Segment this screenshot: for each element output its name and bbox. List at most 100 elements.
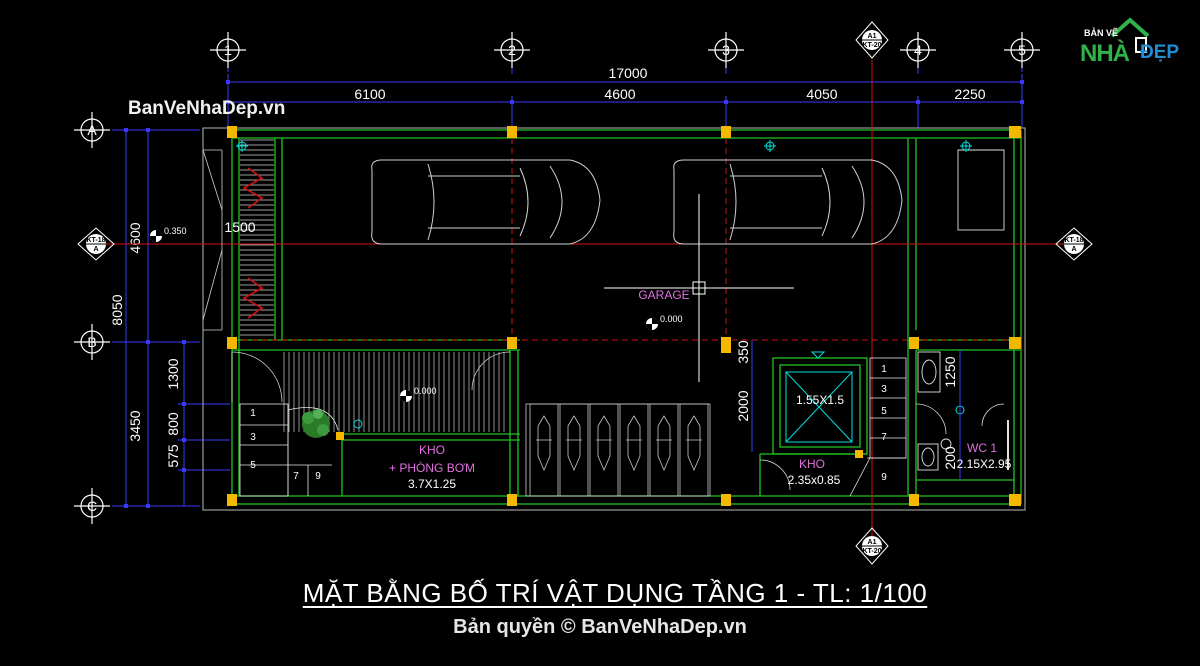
bike-slot (559, 403, 589, 497)
cad-cursor (604, 194, 794, 382)
section-right-ref: KT-18 (1064, 237, 1083, 244)
section-bottom-ref: KT-20 (862, 548, 881, 555)
stair-right-step-1: 1 (881, 364, 887, 375)
grid-label-C: C (87, 498, 97, 514)
logo-dep-text: ĐẸP (1140, 42, 1180, 63)
bike-slot (529, 403, 559, 497)
logo-top-text: BẢN VẼ (1084, 28, 1119, 38)
motorbike-icon (686, 415, 702, 472)
grid-bubbles-left (74, 112, 110, 524)
stair-left-step-9: 9 (315, 471, 321, 482)
section-mark-top (855, 21, 889, 59)
wc-fixtures (917, 351, 952, 471)
watermark-text: BanVeNhaDep.vn (128, 98, 286, 119)
stair-treads-left (240, 139, 274, 336)
grid-label-4: 4 (914, 42, 922, 58)
drawing-title: MẶT BẰNG BỐ TRÍ VẬT DỤNG TẦNG 1 - TL: 1/… (302, 578, 928, 608)
bike-slot (679, 403, 709, 497)
grid-label-B: B (87, 334, 96, 350)
room-pump-label: + PHÒNG BƠM (389, 460, 475, 475)
dim-4600-left: 4600 (127, 222, 143, 253)
stair-left-step-7: 7 (293, 471, 299, 482)
motorbike-icon (656, 415, 672, 472)
stair-right-step-3: 3 (881, 384, 887, 395)
stair-left-step-5: 5 (250, 460, 256, 471)
grid-label-2: 2 (508, 42, 516, 58)
motorbike-icon (596, 415, 612, 472)
dim-1300-left: 1300 (165, 358, 181, 389)
grid-label-5: 5 (1018, 42, 1026, 58)
grid-axes (100, 60, 1070, 540)
stair-arrows (242, 167, 264, 319)
dim-6100: 6100 (354, 86, 385, 102)
logo-nha-text: NHÀ (1080, 40, 1130, 67)
building-outline (202, 127, 1026, 511)
bike-slot (649, 403, 679, 497)
car-right-icon (673, 159, 903, 245)
section-left-ref: KT-18 (86, 237, 105, 244)
level-markers (150, 230, 658, 402)
section-mark-left (77, 227, 115, 261)
motorbike-icon (566, 415, 582, 472)
lift-arrow-icon (810, 351, 826, 359)
room-kho2-label: KHO (799, 457, 825, 471)
section-mark-right (1055, 227, 1093, 261)
dim-800-left: 800 (165, 412, 181, 436)
site-logo: BẢN VẼ NHÀ ĐẸP (1078, 14, 1190, 67)
motorbike-icon (626, 415, 642, 472)
dim-4600: 4600 (604, 86, 635, 102)
copyright-text: Bản quyền © BanVeNhaDep.vn (453, 616, 747, 638)
lift-cage (785, 371, 853, 443)
section-top-ref: KT-20 (862, 42, 881, 49)
grid-bubbles-top (210, 32, 1040, 68)
motorbike-parking (525, 403, 711, 497)
house-logo-icon (1110, 17, 1150, 53)
section-right-letter: A (1071, 246, 1076, 253)
dim-3450-left: 3450 (127, 410, 143, 441)
dim-2250: 2250 (954, 86, 985, 102)
level-hall: 0.000 (414, 386, 437, 396)
plant-icon (302, 409, 330, 438)
section-top-letter: A1 (868, 33, 877, 40)
room-kho-size: 3.7X1.25 (408, 477, 456, 491)
section-left-letter: A (93, 246, 98, 253)
dim-200: 200 (942, 446, 958, 470)
dim-8050-left: 8050 (109, 294, 125, 325)
misc-dim-lines (751, 340, 961, 480)
dim-1500: 1500 (224, 219, 255, 235)
stair-right-step-5: 5 (881, 406, 887, 417)
stair-left-step-1: 1 (250, 408, 256, 419)
left-dimensions (112, 129, 230, 507)
room-kho2-size: 2.35x0.85 (788, 473, 841, 487)
room-garage-label: GARAGE (638, 288, 689, 302)
bike-slot (619, 403, 649, 497)
shower-box (957, 149, 1005, 231)
grid-label-3: 3 (722, 42, 730, 58)
lift-size: 1.55X1.5 (796, 393, 844, 407)
stair-left-step-3: 3 (250, 432, 256, 443)
stair-right-step-7: 7 (881, 432, 887, 443)
room-wc-label: WC 1 (967, 441, 997, 455)
left-dim-ticks (124, 128, 186, 508)
hall-treads (283, 352, 505, 432)
dim-total-17000: 17000 (609, 65, 648, 81)
stair-bottom-left (239, 403, 339, 497)
doors (231, 351, 1009, 491)
room-kho-label: KHO (419, 443, 445, 457)
stair-right-step-9: 9 (881, 472, 887, 483)
dim-575-left: 575 (165, 444, 181, 468)
entry-ramp (202, 149, 223, 331)
section-mark-bottom (855, 527, 889, 565)
section-bottom-letter: A1 (868, 539, 877, 546)
columns (227, 126, 1021, 506)
dim-2000: 2000 (735, 390, 751, 421)
room-wc-size: 2.15X2.95 (957, 457, 1012, 471)
dim-4050: 4050 (806, 86, 837, 102)
grid-label-1: 1 (224, 42, 232, 58)
top-dim-ticks (226, 80, 1024, 104)
stair-right (849, 357, 907, 497)
bike-slot (589, 403, 619, 497)
motorbike-icon (536, 415, 552, 472)
dim-1250: 1250 (942, 356, 958, 387)
